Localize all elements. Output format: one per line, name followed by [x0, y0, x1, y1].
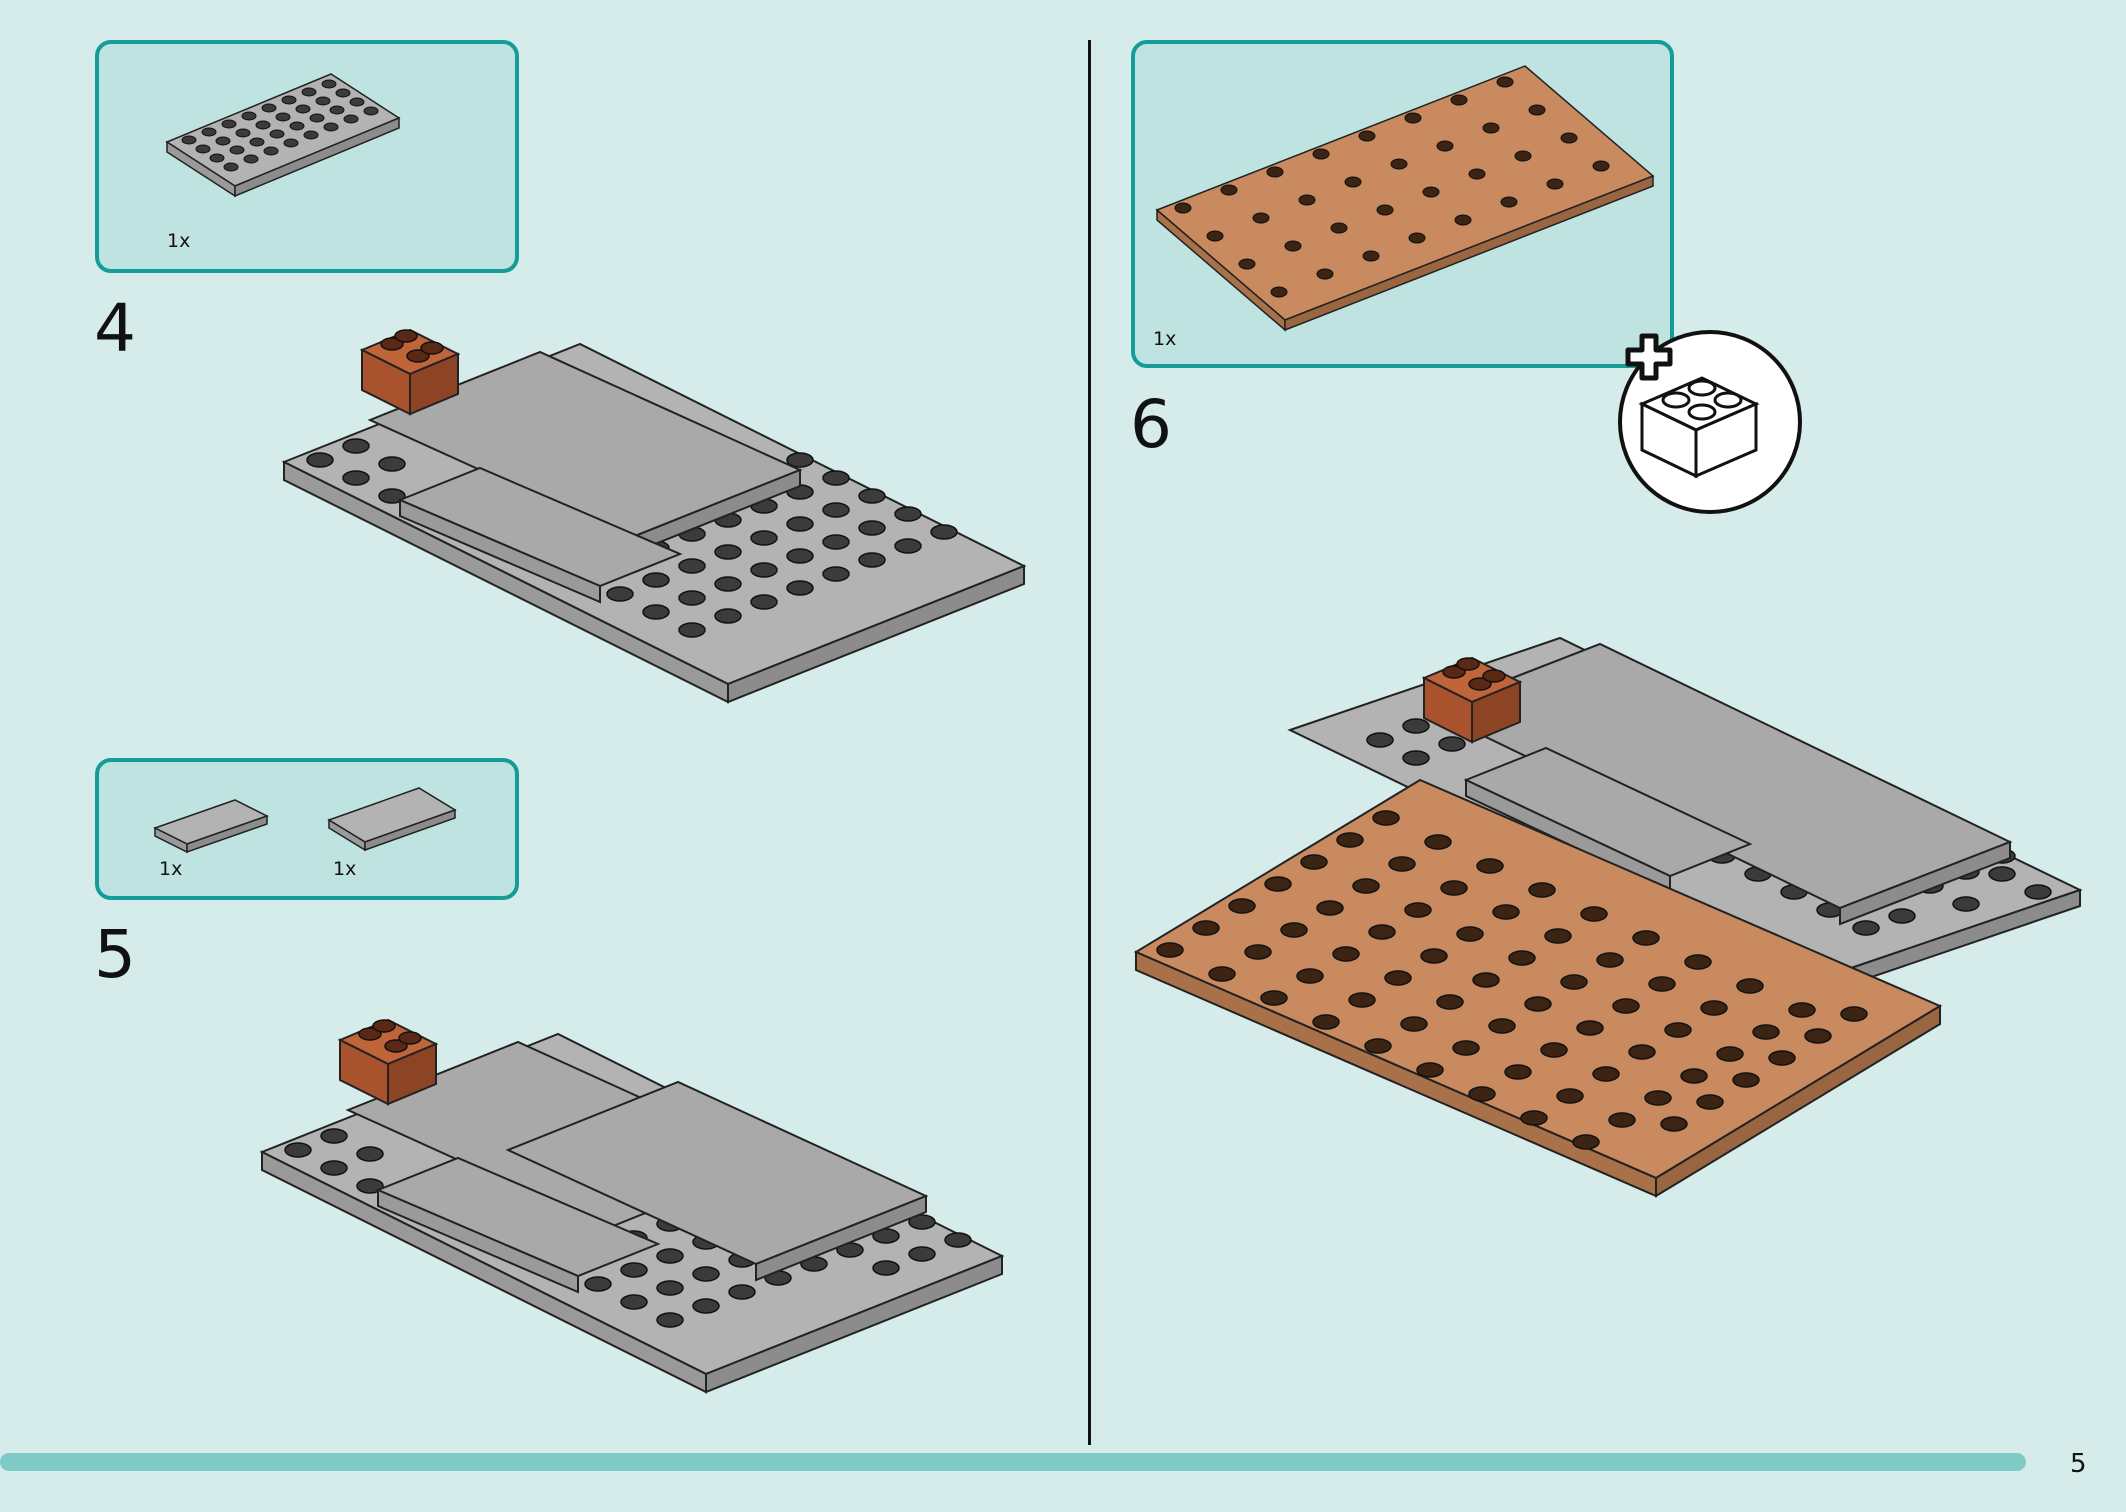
parts-callout-step-4: 1x — [95, 40, 519, 273]
add-brick-icon — [1618, 330, 1802, 514]
part-qty: 1x — [333, 858, 357, 880]
step-number: 4 — [94, 290, 136, 367]
part-plate-6x8-gray — [165, 73, 401, 198]
part-qty: 1x — [167, 230, 191, 252]
part-tile-2x4-gray-wide — [327, 787, 457, 852]
part-qty: 1x — [1153, 328, 1177, 350]
parts-callout-step-5: 1x 1x — [95, 758, 519, 900]
model-step-6 — [1133, 636, 2083, 1198]
part-plate-8x16-brown — [1155, 65, 1655, 332]
page-number: 5 — [2070, 1449, 2087, 1479]
page-progress-bar — [0, 1453, 2026, 1471]
part-tile-2x4-gray — [153, 799, 269, 854]
column-divider — [1088, 40, 1091, 1445]
step-number: 6 — [1130, 386, 1172, 463]
parts-callout-step-6: 1x — [1131, 40, 1674, 368]
step-number: 5 — [94, 916, 136, 993]
part-qty: 1x — [159, 858, 183, 880]
model-step-5 — [259, 1018, 1005, 1394]
model-step-4 — [281, 328, 1027, 704]
